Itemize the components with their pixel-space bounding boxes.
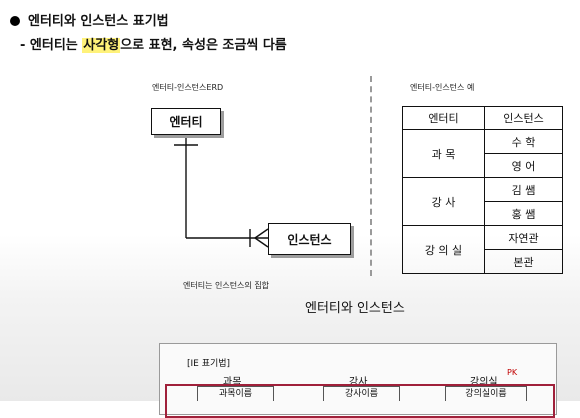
ie-attribute-cell: 강의실이름 xyxy=(445,386,527,401)
table-row: 영 어 xyxy=(403,153,563,178)
instance-cell: 김 쌤 xyxy=(484,177,563,202)
header-entity: 엔터티 xyxy=(402,106,485,130)
instance-cell: 자연관 xyxy=(484,225,563,250)
ie-entity-name: 강의실 xyxy=(470,377,498,388)
entity-box: 엔터티 xyxy=(151,108,221,135)
pk-label: PK xyxy=(507,368,518,377)
example-caption: 엔터티-인스턴스 예 xyxy=(410,83,475,92)
instance-cell: 수 학 xyxy=(484,129,563,154)
entity-cell: 강 의 실 xyxy=(402,225,485,274)
ie-label: [IE 표기법] xyxy=(187,359,231,369)
table-row: 본관 xyxy=(403,249,563,274)
ie-entity-name: 과목 xyxy=(223,377,242,388)
header-instance: 인스턴스 xyxy=(484,106,563,130)
instance-cell: 본관 xyxy=(484,249,563,274)
entity-cell: 강 사 xyxy=(402,177,485,226)
table-header-row: 엔터티 인스턴스 xyxy=(402,106,563,130)
ie-entity-name: 강사 xyxy=(349,377,368,388)
erd-caption: 엔터티-인스턴스ERD xyxy=(152,83,224,92)
instance-cell: 홍 쌤 xyxy=(484,201,563,226)
entity-cell: 과 목 xyxy=(402,129,485,178)
highlighted-word: 사각형 xyxy=(82,38,121,53)
page-title: 엔터티와 인스턴스 표기법 xyxy=(10,10,169,29)
table-row: 강 의 실 자연관 xyxy=(402,225,563,274)
instance-box: 인스턴스 xyxy=(268,223,351,255)
crow-foot-upper xyxy=(254,228,269,239)
table-row: 강 사 김 쌤 xyxy=(402,177,563,226)
example-table: 엔터티 인스턴스 과 목 수 학 영 어 강 사 김 쌤 홍 쌤 강 의 실 자… xyxy=(402,106,563,274)
instance-cell: 영 어 xyxy=(484,153,563,178)
crow-foot-lower xyxy=(254,237,269,248)
section-heading: 엔터티와 인스턴스 xyxy=(305,301,405,316)
table-row: 과 목 수 학 xyxy=(402,129,563,178)
ie-attribute-cell: 강사이름 xyxy=(323,386,400,401)
dashed-divider xyxy=(370,76,372,276)
erd-bottom-caption: 엔터티는 인스턴스의 집합 xyxy=(183,281,270,290)
bullet-icon xyxy=(10,16,20,26)
ie-attribute-cell: 과목이름 xyxy=(197,386,274,401)
subtitle: - 엔터티는 사각형으로 표현, 속성은 조금씩 다름 xyxy=(20,38,287,53)
